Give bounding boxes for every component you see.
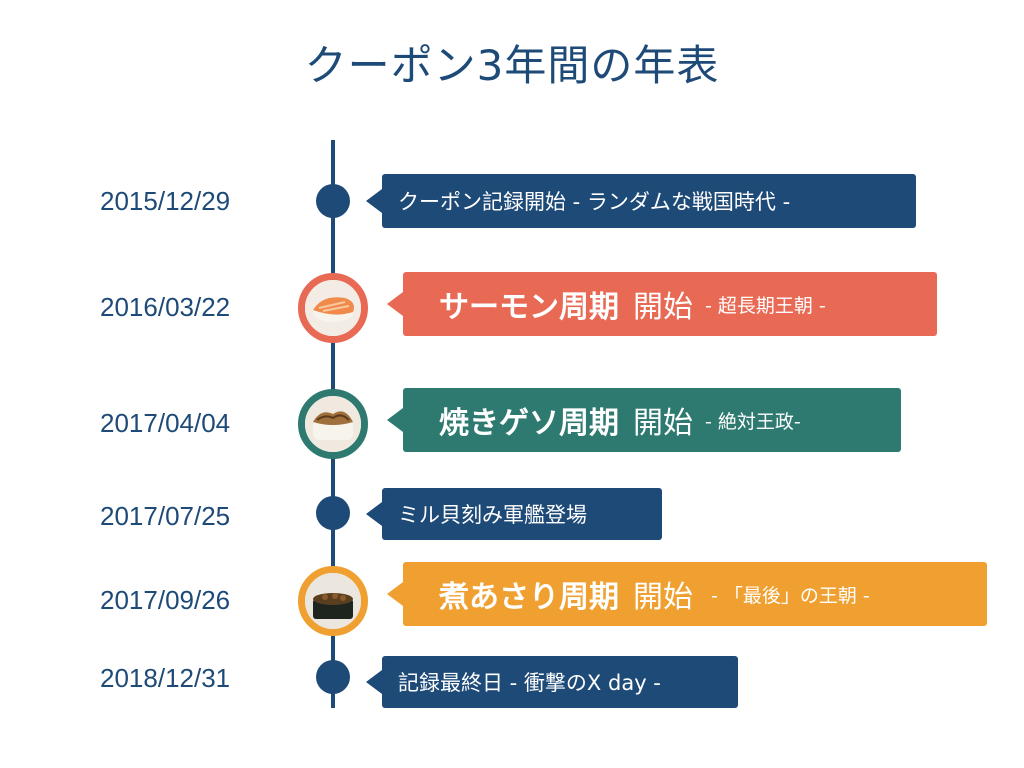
event-date: 2015/12/29 [100, 186, 231, 216]
timeline-dot [316, 184, 350, 218]
event-label-box: 煮あさり周期 開始 - 「最後」の王朝 - [387, 562, 987, 626]
event-label: ミル貝刻み軍艦登場 [398, 503, 587, 527]
event-start: 開始 [633, 290, 693, 325]
event-sub: - 「最後」の王朝 - [711, 584, 870, 607]
event-start: 開始 [633, 406, 693, 441]
event-main: 焼きゲソ周期 [439, 406, 619, 441]
salmon-sushi-icon [298, 273, 368, 343]
event-label-box: 記録最終日 - 衝撃のX day - [366, 656, 738, 708]
page-title: クーポン3年間の年表 [304, 41, 720, 90]
event-date: 2018/12/31 [100, 663, 231, 693]
grilled-geso-sushi-icon [298, 389, 368, 459]
event-date: 2017/04/04 [100, 408, 231, 438]
timeline-dot [316, 660, 350, 694]
event-sub: - 超長期王朝 - [705, 294, 826, 317]
event-label: 記録最終日 - 衝撃のX day - [398, 671, 661, 695]
event-label-box: サーモン周期 開始 - 超長期王朝 - [387, 272, 937, 336]
event-date: 2016/03/22 [100, 292, 231, 322]
event-sub: - 絶対王政- [705, 410, 801, 433]
event-start: 開始 [633, 580, 693, 615]
event-label-box: クーポン記録開始 - ランダムな戦国時代 - [366, 174, 916, 228]
event-main: 煮あさり周期 [439, 580, 619, 615]
event-date: 2017/07/25 [100, 501, 231, 531]
timeline-dot [316, 496, 350, 530]
event-date: 2017/09/26 [100, 585, 231, 615]
event-label-box: 焼きゲソ周期 開始 - 絶対王政- [387, 388, 901, 452]
event-label-box: ミル貝刻み軍艦登場 [366, 488, 662, 540]
event-main: サーモン周期 [439, 290, 619, 325]
event-label: クーポン記録開始 - ランダムな戦国時代 - [398, 190, 791, 214]
clam-gunkan-sushi-icon [298, 566, 368, 636]
